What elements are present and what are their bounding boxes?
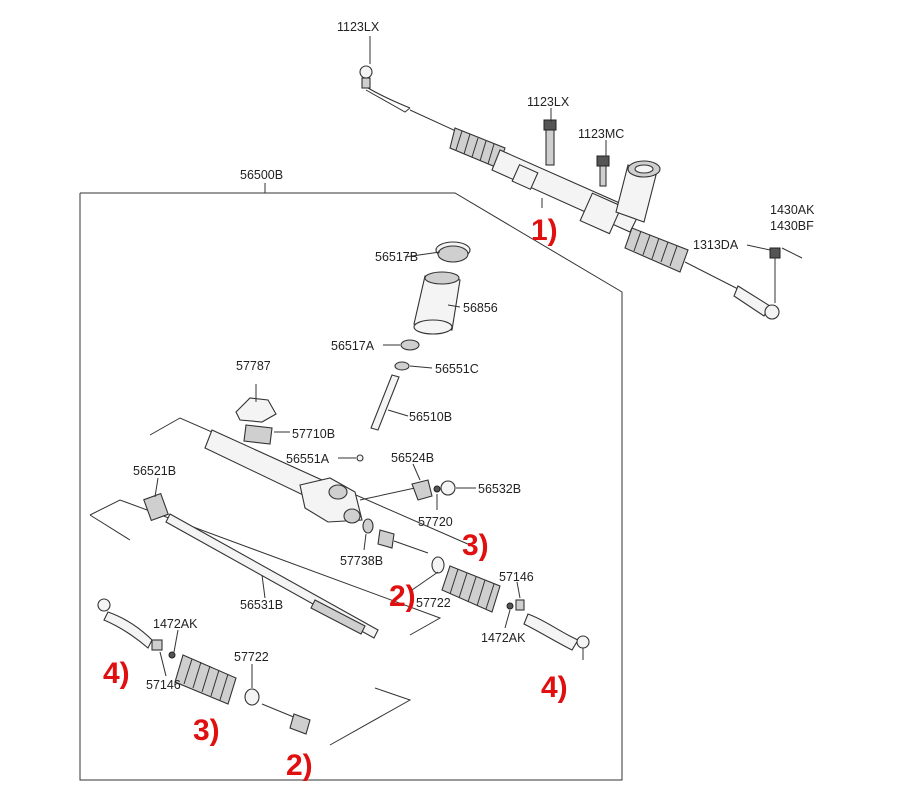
callout-1: 1) <box>531 214 558 247</box>
red-callouts: 1) 3) 2) 4) 4) 3) 2) <box>103 214 568 782</box>
callout-4-left: 4) <box>103 657 130 690</box>
label-56532b: 56532B <box>478 482 521 496</box>
label-1123mc: 1123MC <box>578 127 624 141</box>
label-56521b: 56521B <box>133 464 176 478</box>
label-1313da: 1313DA <box>693 238 739 252</box>
label-1472ak-b: 1472AK <box>153 617 198 631</box>
alignment-guides <box>89 417 471 746</box>
label-56500b: 56500B <box>240 168 283 182</box>
label-56517b: 56517B <box>375 250 418 264</box>
label-1123lx-a: 1123LX <box>337 20 380 34</box>
label-56551a: 56551A <box>286 452 330 466</box>
label-1430bf: 1430BF <box>770 219 814 233</box>
callout-3-left: 3) <box>193 714 220 747</box>
label-57787: 57787 <box>236 359 271 373</box>
label-57738b: 57738B <box>340 554 383 568</box>
label-56856: 56856 <box>463 301 498 315</box>
callout-3-right: 3) <box>462 529 489 562</box>
label-1123lx-b: 1123LX <box>527 95 570 109</box>
label-57722-a: 57722 <box>416 596 451 610</box>
label-57146-b: 57146 <box>146 678 181 692</box>
label-1430ak: 1430AK <box>770 203 815 217</box>
label-1472ak-a: 1472AK <box>481 631 526 645</box>
label-57146-a: 57146 <box>499 570 534 584</box>
label-56517a: 56517A <box>331 339 375 353</box>
label-57710b: 57710B <box>292 427 335 441</box>
label-56551c: 56551C <box>435 362 479 376</box>
callout-2-right: 2) <box>389 580 416 613</box>
label-56524b: 56524B <box>391 451 434 465</box>
part-number-labels: 1123LX 1123LX 1123MC 1430AK 1430BF 1313D… <box>133 20 815 692</box>
label-57720: 57720 <box>418 515 453 529</box>
callout-2-left: 2) <box>286 749 313 782</box>
label-57722-b: 57722 <box>234 650 269 664</box>
label-56510b: 56510B <box>409 410 452 424</box>
exploded-parts <box>97 241 590 735</box>
assembly-box <box>79 183 623 781</box>
label-56531b: 56531B <box>240 598 283 612</box>
callout-4-right: 4) <box>541 671 568 704</box>
assembled-steering-rack <box>359 36 803 320</box>
